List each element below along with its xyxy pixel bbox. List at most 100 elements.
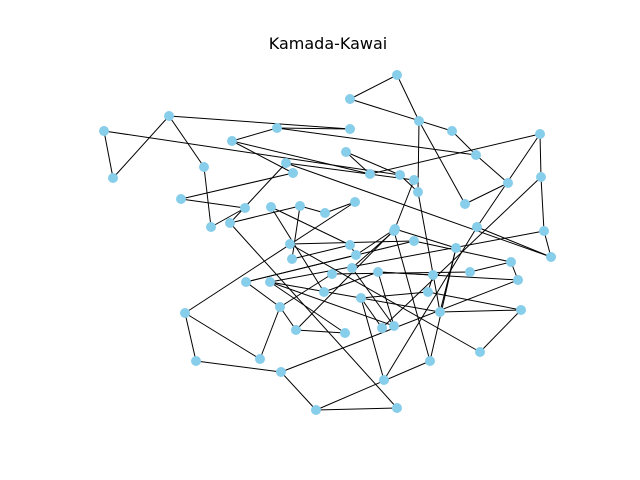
graph-node-26 bbox=[409, 236, 419, 246]
graph-edge-50-64 bbox=[184, 201, 356, 314]
graph-node-30 bbox=[513, 275, 523, 285]
graph-edge-25-40 bbox=[269, 230, 545, 283]
graph-node-28 bbox=[546, 252, 556, 262]
graph-node-48 bbox=[327, 269, 337, 279]
graph-node-40 bbox=[265, 277, 275, 287]
graph-node-41 bbox=[340, 328, 350, 338]
graph-node-6 bbox=[460, 199, 470, 209]
graph-edge-35-37 bbox=[360, 297, 383, 329]
graph-edge-55-68 bbox=[393, 230, 431, 362]
graph-edge-51-52 bbox=[195, 360, 282, 373]
node-layer bbox=[99, 70, 556, 415]
graph-edge-41-45 bbox=[295, 329, 346, 334]
graph-node-3 bbox=[447, 126, 457, 136]
graph-node-24 bbox=[472, 222, 482, 232]
graph-edge-1-3 bbox=[349, 98, 453, 132]
graph-edge-23-25 bbox=[540, 176, 545, 232]
graph-node-36 bbox=[379, 375, 389, 385]
graph-edge-5-6 bbox=[464, 182, 509, 205]
graph-edge-8-13 bbox=[103, 130, 401, 176]
graph-node-34 bbox=[373, 267, 383, 277]
graph-edge-39-40 bbox=[269, 281, 395, 327]
graph-node-38 bbox=[319, 287, 329, 297]
graph-edge-26-47 bbox=[245, 240, 415, 283]
graph-node-66 bbox=[281, 158, 291, 168]
graph-node-42 bbox=[435, 307, 445, 317]
graph-edge-46-47 bbox=[245, 281, 281, 308]
graph-edge-3-4 bbox=[451, 130, 477, 156]
diagram-title: Kamada-Kawai bbox=[269, 34, 388, 53]
graph-edge-43-44 bbox=[479, 309, 522, 353]
graph-node-32 bbox=[428, 270, 438, 280]
graph-edge-42-43 bbox=[439, 309, 522, 313]
graph-node-49 bbox=[255, 354, 265, 364]
graph-node-64 bbox=[350, 197, 360, 207]
graph-node-17 bbox=[240, 203, 250, 213]
graph-edge-54-65 bbox=[229, 222, 398, 409]
graph-node-55 bbox=[425, 356, 435, 366]
graph-edge-53-55 bbox=[315, 360, 431, 411]
graph-edge-66-67 bbox=[285, 162, 415, 181]
graph-node-58 bbox=[351, 250, 361, 260]
graph-node-47 bbox=[241, 277, 251, 287]
graph-node-23 bbox=[536, 172, 546, 182]
graph-edge-61-62 bbox=[291, 205, 301, 260]
graph-node-68 bbox=[389, 226, 399, 236]
graph-edge-0-1 bbox=[349, 74, 398, 100]
graph-edge-0-2 bbox=[396, 74, 420, 122]
graph-node-69 bbox=[347, 263, 357, 273]
graph-edge-29-31 bbox=[469, 261, 512, 273]
graph-node-61 bbox=[287, 254, 297, 264]
graph-edge-21-22 bbox=[369, 133, 541, 175]
graph-node-20 bbox=[341, 147, 351, 157]
graph-edge-2-6 bbox=[418, 120, 466, 205]
graph-node-15 bbox=[176, 194, 186, 204]
graph-edge-24-36 bbox=[383, 226, 478, 381]
graph-edge-46-48 bbox=[279, 273, 333, 308]
graph-node-21 bbox=[365, 169, 375, 179]
graph-edge-38-60 bbox=[270, 206, 325, 293]
graph-node-45 bbox=[291, 325, 301, 335]
graph-edge-67-68 bbox=[393, 179, 415, 232]
graph-edge-30-34 bbox=[377, 271, 519, 281]
graph-node-37 bbox=[377, 323, 387, 333]
graph-node-59 bbox=[345, 240, 355, 250]
graph-node-56 bbox=[451, 243, 461, 253]
graph-node-1 bbox=[345, 94, 355, 104]
graph-edge-40-42 bbox=[269, 281, 441, 313]
graph-node-39 bbox=[389, 321, 399, 331]
graph-node-52 bbox=[276, 367, 286, 377]
graph-node-16 bbox=[288, 168, 298, 178]
graph-edge-50-51 bbox=[184, 312, 197, 362]
graph-node-31 bbox=[465, 267, 475, 277]
graph-edge-42-56 bbox=[439, 247, 457, 313]
graph-node-5 bbox=[503, 178, 513, 188]
graph-edge-56-57 bbox=[394, 228, 457, 249]
graph-edge-14-12 bbox=[112, 115, 170, 179]
graph-node-53 bbox=[311, 405, 321, 415]
graph-edge-53-54 bbox=[315, 407, 398, 411]
graph-node-51 bbox=[191, 356, 201, 366]
graph-node-63 bbox=[320, 208, 330, 218]
graph-edge-69-39 bbox=[351, 267, 395, 327]
graph-edge-18-19 bbox=[203, 166, 212, 228]
graph-edge-10-11 bbox=[231, 127, 278, 142]
graph-edge-4-10 bbox=[276, 127, 477, 156]
graph-node-2 bbox=[414, 116, 424, 126]
graph-edge-34-38 bbox=[323, 271, 379, 293]
graph-edge-33-43 bbox=[427, 291, 522, 311]
graph-node-33 bbox=[423, 287, 433, 297]
graph-edge-7-42 bbox=[417, 191, 441, 313]
graph-node-25 bbox=[539, 226, 549, 236]
graph-edge-27-44 bbox=[289, 243, 481, 353]
graph-node-35 bbox=[356, 293, 366, 303]
graph-node-50 bbox=[180, 308, 190, 318]
graph-edge-62-65 bbox=[229, 205, 301, 224]
graph-edge-57-58 bbox=[355, 228, 396, 256]
graph-node-8 bbox=[395, 170, 405, 180]
graph-node-62 bbox=[295, 201, 305, 211]
graph-edge-4-5 bbox=[475, 154, 509, 184]
graph-edge-22-23 bbox=[539, 133, 542, 178]
